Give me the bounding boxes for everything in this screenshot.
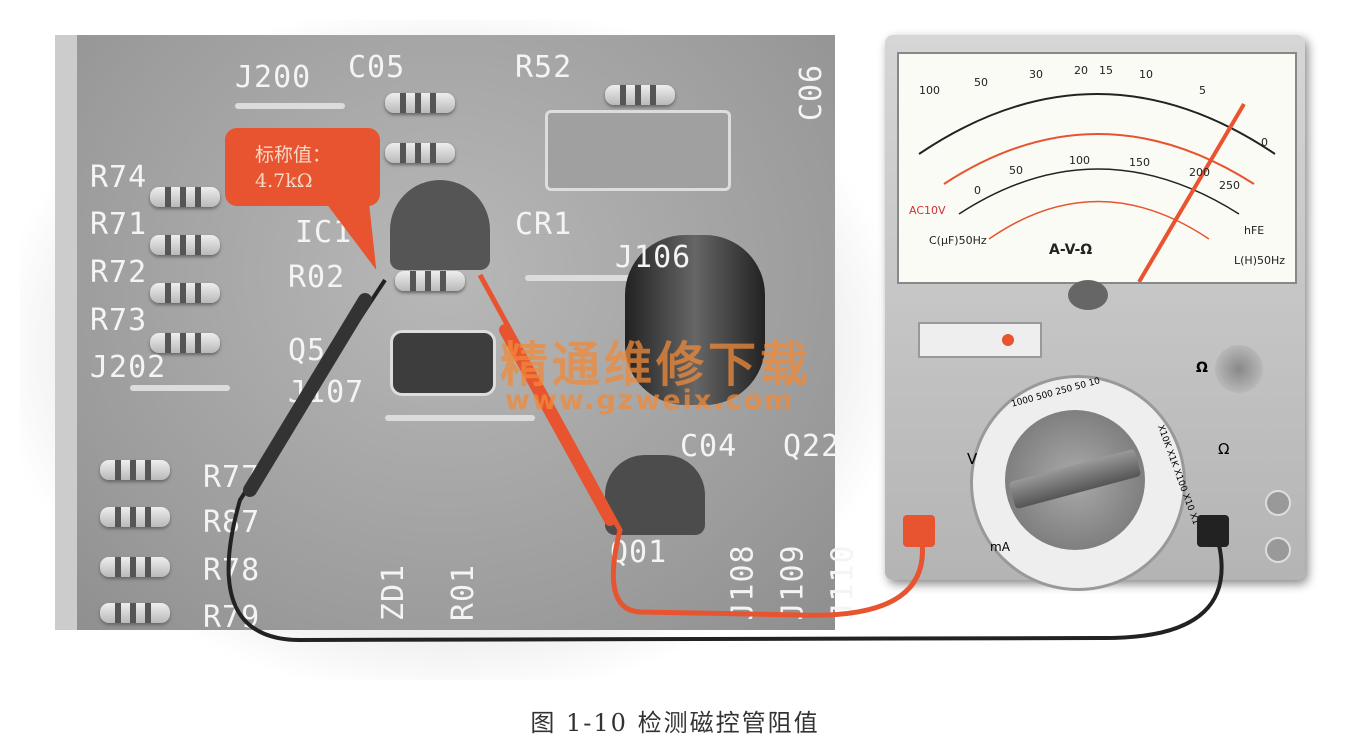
resistor — [100, 603, 170, 623]
ohm-adjust-knob[interactable] — [1215, 345, 1263, 393]
resistor — [385, 93, 455, 113]
trace — [130, 385, 230, 391]
scale-label: hFE — [1244, 224, 1265, 237]
red-probe — [499, 324, 616, 526]
ohm-tick: 10 — [1139, 68, 1153, 81]
hfe-socket — [1265, 537, 1291, 563]
transistor-ic1 — [390, 180, 490, 270]
nominal-value-callout: 标称值： 4.7kΩ — [225, 128, 380, 206]
trace — [235, 103, 345, 109]
label: CR1 — [515, 207, 573, 242]
ohm-tick: 50 — [974, 76, 988, 89]
watermark-title: 精通维修下载 — [500, 337, 813, 393]
trace — [525, 275, 655, 281]
ohm-tick: 20 — [1074, 64, 1088, 77]
indicator-light — [1002, 334, 1014, 346]
callout-value: 4.7kΩ — [255, 170, 313, 192]
scale-label: AC10V — [909, 204, 946, 217]
resistor — [100, 557, 170, 577]
resistor — [100, 460, 170, 480]
volt-label: V — [967, 450, 978, 468]
label: Q22 — [783, 429, 841, 464]
meter-needle — [1137, 102, 1246, 284]
dc-tick: 150 — [1129, 156, 1150, 169]
dc-tick: 200 — [1189, 166, 1210, 179]
label: J200 — [235, 60, 312, 95]
board-edge — [55, 35, 77, 630]
dc-tick: 50 — [1009, 164, 1023, 177]
negative-jack[interactable] — [1197, 515, 1229, 547]
callout-title: 标称值： — [255, 144, 332, 166]
label: R73 — [90, 303, 148, 338]
red-test-lead — [477, 273, 925, 618]
ohm-tick: 100 — [919, 84, 940, 97]
electrolytic-capacitor — [625, 235, 765, 405]
label: Q5 — [288, 333, 327, 368]
trace — [385, 415, 535, 421]
label: R02 — [288, 260, 346, 295]
transistor-q5 — [390, 330, 496, 396]
meter-window — [918, 322, 1042, 358]
dc-tick: 100 — [1069, 154, 1090, 167]
ohm-tick: 0 — [1261, 136, 1268, 149]
label: R52 — [515, 50, 573, 85]
scale-label: A-V-Ω — [1049, 242, 1093, 258]
label: J202 — [90, 350, 167, 385]
label: R79 — [203, 600, 261, 635]
resistor — [150, 187, 220, 207]
transistor-q01 — [605, 455, 705, 535]
zero-adjust-screw[interactable] — [1068, 280, 1108, 310]
label: C05 — [348, 50, 406, 85]
milliamp-label: mA — [990, 540, 1010, 554]
resistor — [100, 507, 170, 527]
dc-tick: 0 — [974, 184, 981, 197]
label: R74 — [90, 160, 148, 195]
ohm-label: Ω — [1218, 440, 1230, 458]
black-probe — [243, 293, 372, 497]
ohm-tick: 30 — [1029, 68, 1043, 81]
ohm-adjust-label: Ω — [1196, 360, 1208, 376]
circuit-board: J200 C05 R52 C06 R74 R71 R72 R73 J202 IC… — [55, 35, 861, 635]
resistor — [385, 143, 455, 163]
resistor-r02 — [395, 271, 465, 291]
black-test-lead — [226, 278, 1224, 643]
resistor — [150, 283, 220, 303]
label: C04 — [680, 429, 738, 464]
meter-scale: 100 50 30 20 15 10 5 0 0 50 100 150 200 … — [897, 52, 1297, 284]
resistor — [150, 333, 220, 353]
range-knob[interactable] — [1005, 410, 1145, 550]
hfe-socket — [1265, 490, 1291, 516]
label: J106 — [615, 240, 692, 275]
dc-tick: 250 — [1219, 179, 1240, 192]
watermark-url: www.gzweix.com — [505, 385, 795, 416]
resistor — [605, 85, 675, 105]
figure-caption: 图 1-10 检测磁控管阻值 — [530, 709, 820, 737]
label: R71 — [90, 207, 148, 242]
scale-label: L(H)50Hz — [1234, 254, 1286, 267]
resistor — [150, 235, 220, 255]
crystal-component — [545, 110, 731, 191]
ohm-tick: 5 — [1199, 84, 1206, 97]
label: IC1 — [295, 215, 353, 250]
label: R72 — [90, 255, 148, 290]
scale-label: C(μF)50Hz — [929, 234, 987, 247]
ohm-tick: 15 — [1099, 64, 1113, 77]
scale-arcs — [918, 93, 1276, 284]
